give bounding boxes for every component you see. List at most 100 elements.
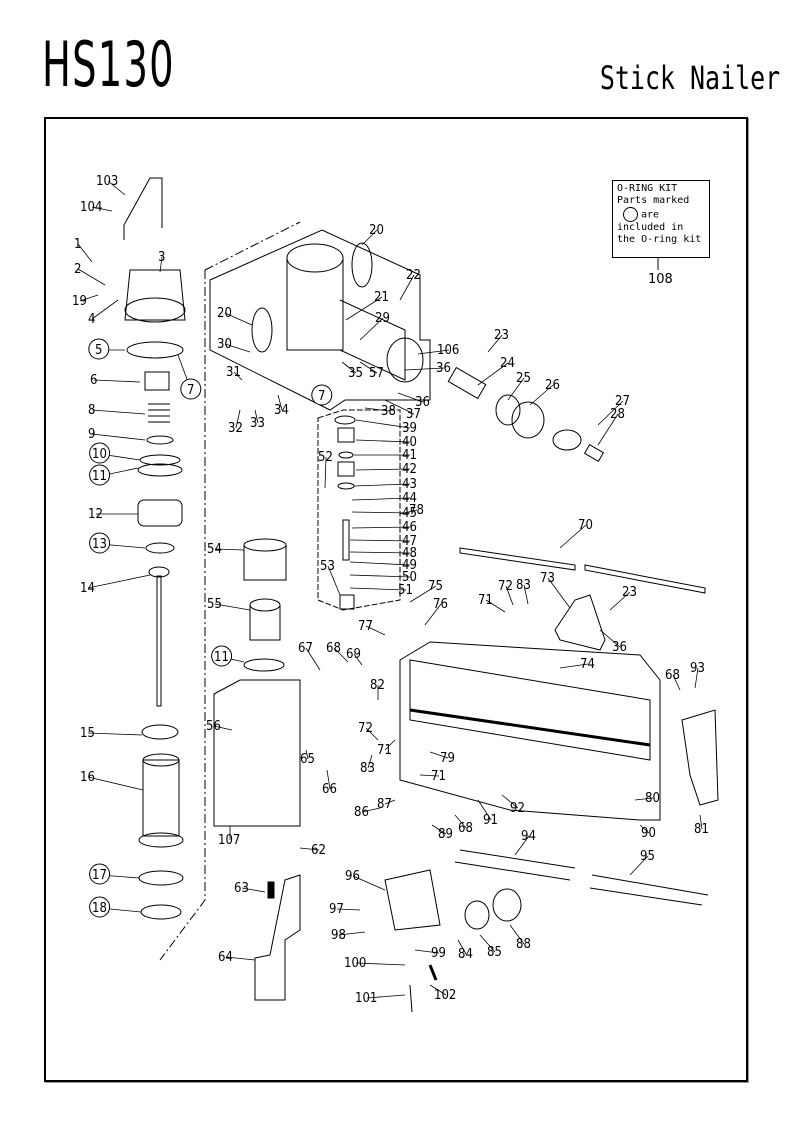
part-label-93: 93 xyxy=(690,661,705,676)
part-label-87: 87 xyxy=(377,797,392,812)
leader-line xyxy=(355,439,411,443)
leader-line xyxy=(87,574,151,589)
leader-line xyxy=(214,548,245,551)
leader-line xyxy=(345,296,383,321)
part-label-71a: 71 xyxy=(478,593,493,608)
part-label-50: 50 xyxy=(402,570,417,585)
part-label-55: 55 xyxy=(207,597,222,612)
leader-line xyxy=(634,797,654,801)
part-label-8: 8 xyxy=(88,403,95,418)
part-label-18: 18 xyxy=(92,901,107,916)
oring-marker-circle xyxy=(89,863,111,885)
part-label-42: 42 xyxy=(402,462,417,477)
part-label-68b: 68 xyxy=(665,668,680,683)
leader-line xyxy=(366,994,406,999)
leader-line xyxy=(93,379,141,383)
rail-70-left xyxy=(459,547,576,571)
part-81 xyxy=(681,709,719,806)
leader-line xyxy=(429,751,449,759)
diagram-frame xyxy=(44,117,748,1082)
leader-line xyxy=(361,229,378,246)
leader-line xyxy=(225,956,256,961)
plate-64 xyxy=(254,874,301,1001)
part-label-27: 27 xyxy=(615,394,630,409)
part-label-102: 102 xyxy=(434,988,456,1003)
part-label-41: 41 xyxy=(402,448,417,463)
part-label-54: 54 xyxy=(207,542,222,557)
leader-line xyxy=(424,603,442,626)
part-label-29: 29 xyxy=(375,311,390,326)
leader-line xyxy=(699,814,703,830)
part-label-14: 14 xyxy=(80,581,95,596)
leader-line xyxy=(414,949,440,954)
part-label-10: 10 xyxy=(92,447,107,462)
leader-line xyxy=(365,727,379,741)
cylinder-cap-body xyxy=(124,269,186,321)
part-label-84: 84 xyxy=(458,947,473,962)
part-label-24: 24 xyxy=(500,356,515,371)
leader-line xyxy=(305,749,309,760)
leader-line xyxy=(353,653,363,666)
part-label-88: 88 xyxy=(516,937,531,952)
leader-line xyxy=(404,367,445,371)
part-label-1: 1 xyxy=(74,237,81,252)
leader-line xyxy=(399,509,418,515)
part-label-89: 89 xyxy=(438,827,453,842)
oring-marker-circle xyxy=(89,442,111,464)
oring-kit-title: O-RING KIT xyxy=(617,183,678,194)
part-label-4: 4 xyxy=(88,312,95,327)
part-label-13: 13 xyxy=(92,537,107,552)
part-55 xyxy=(249,605,281,641)
leader-line xyxy=(367,754,373,769)
part-label-79: 79 xyxy=(440,751,455,766)
part-label-46: 46 xyxy=(402,520,417,535)
leader-line xyxy=(477,799,492,821)
leader-line xyxy=(352,875,386,891)
part-label-56: 56 xyxy=(206,719,221,734)
leader-line xyxy=(597,413,619,446)
part-label-83a: 83 xyxy=(516,578,531,593)
part-label-45: 45 xyxy=(402,506,417,521)
part-label-25: 25 xyxy=(516,371,531,386)
part-label-68a: 68 xyxy=(326,641,341,656)
leader-line xyxy=(501,794,519,809)
part-label-66: 66 xyxy=(322,782,337,797)
leader-line xyxy=(77,268,106,286)
oring-kit-line3: included in xyxy=(617,222,684,233)
oring-marker-circle xyxy=(89,532,111,554)
part-label-81: 81 xyxy=(694,822,709,837)
part-label-36c: 36 xyxy=(612,640,627,655)
leader-line xyxy=(107,180,126,196)
leader-line xyxy=(523,584,529,605)
part-label-22: 22 xyxy=(406,268,421,283)
leader-line xyxy=(507,377,525,401)
part-label-85: 85 xyxy=(487,945,502,960)
cylinder-16 xyxy=(142,759,180,837)
leader-line xyxy=(305,647,321,671)
part-label-6: 6 xyxy=(90,373,97,388)
leader-line xyxy=(479,934,496,953)
part-label-31: 31 xyxy=(226,365,241,380)
oring-marker-circle xyxy=(311,384,333,406)
label-20b xyxy=(251,307,273,353)
part-label-97: 97 xyxy=(329,902,344,917)
part-label-76: 76 xyxy=(433,597,448,612)
leader-line xyxy=(336,908,361,911)
leader-line xyxy=(214,603,251,611)
part-label-70: 70 xyxy=(578,518,593,533)
part-6 xyxy=(144,371,170,391)
part-label-80: 80 xyxy=(645,791,660,806)
leader-line xyxy=(87,776,144,791)
hook-part xyxy=(123,177,163,240)
part-label-95: 95 xyxy=(640,849,655,864)
leader-line xyxy=(384,739,396,751)
model-title: HS130 xyxy=(42,28,175,101)
leader-line xyxy=(241,887,266,893)
leader-line xyxy=(299,847,320,851)
oring-kit-line1: Parts marked xyxy=(617,195,690,206)
part-label-90: 90 xyxy=(641,826,656,841)
leader-line xyxy=(324,456,327,489)
part-label-34: 34 xyxy=(274,403,289,418)
part-label-69: 69 xyxy=(346,647,361,662)
